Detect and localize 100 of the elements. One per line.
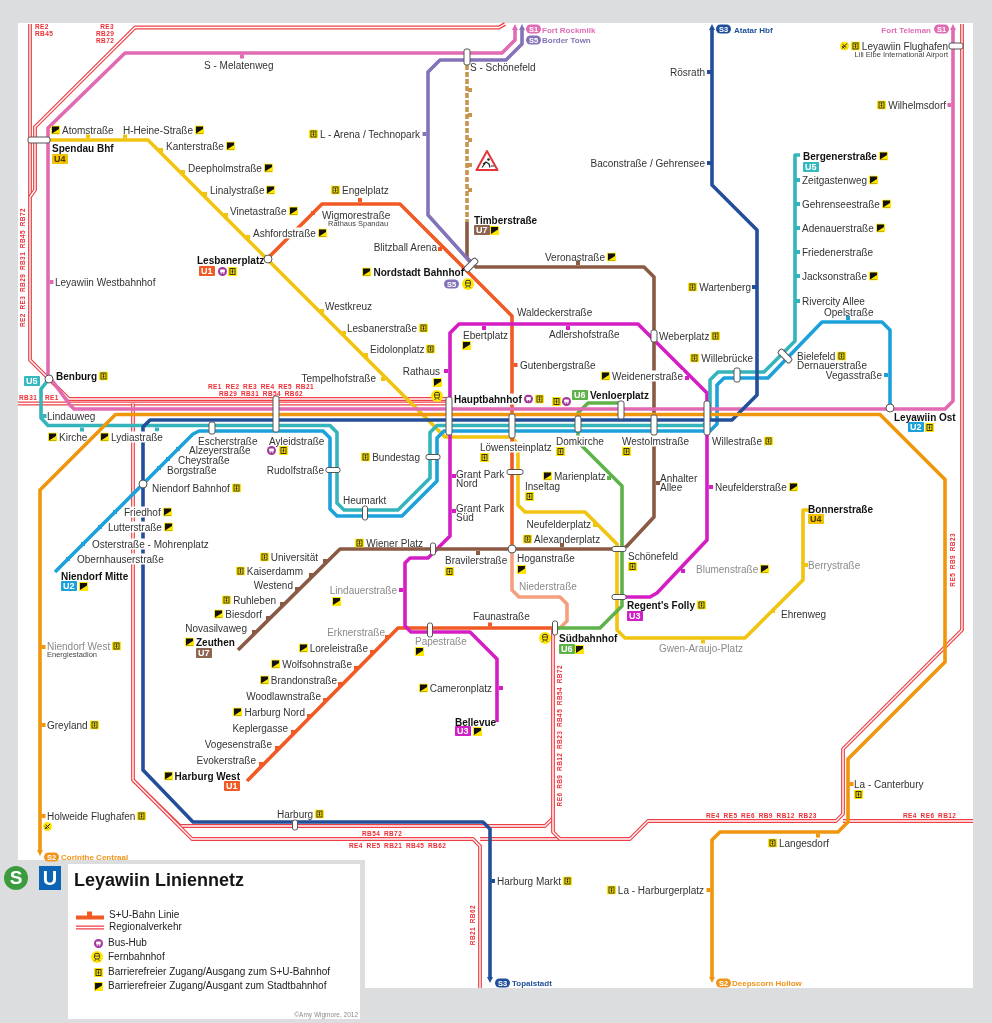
station-name: Hoganstraße bbox=[517, 552, 575, 564]
station-name: Rudolfstraße bbox=[266, 464, 324, 476]
station-name: Domkirche bbox=[556, 435, 604, 447]
station-name: Atomstraße bbox=[62, 124, 114, 136]
station-name: Leyawiin Ost bbox=[894, 411, 956, 423]
station-name: Erknerstraße bbox=[327, 626, 385, 638]
line-badge: U4 bbox=[52, 154, 68, 164]
station-name: Jacksonstraße bbox=[802, 270, 868, 282]
station-name: Lesbanerstraße bbox=[347, 322, 418, 334]
station-name: Timberstraße bbox=[474, 214, 538, 226]
station-name: Weberplatz bbox=[659, 330, 710, 342]
terminus-name: Border Town bbox=[542, 35, 591, 45]
station-name: Woodlawnstraße bbox=[246, 690, 321, 702]
station-name: Escherstraße bbox=[198, 435, 258, 447]
station-name: Niendorf West bbox=[47, 640, 111, 652]
station-name: H-Heine-Straße bbox=[123, 124, 194, 136]
station-name: Neufelderstraße bbox=[715, 481, 787, 493]
station-name: Lutterstraße bbox=[108, 521, 162, 533]
station-name: Vinetastraße bbox=[230, 205, 287, 217]
station-name: Willebrücke bbox=[701, 352, 753, 364]
rail-line bbox=[141, 24, 759, 983]
terminus-name: Fort Rockmilk bbox=[542, 25, 596, 35]
station-name: Harburg Markt bbox=[497, 875, 561, 887]
station-name: Lydiastraße bbox=[111, 431, 163, 443]
station-name: Cameronplatz bbox=[429, 682, 492, 694]
station-name: Deepholmstraße bbox=[188, 162, 262, 174]
station-name: Waldeckerstraße bbox=[517, 306, 593, 318]
station-name: Bergenerstraße bbox=[803, 150, 877, 162]
station-name: Hauptbahnhof bbox=[454, 393, 522, 405]
line-badge: U7 bbox=[474, 225, 490, 235]
line-badge: U1 bbox=[199, 266, 215, 276]
terminus-name: Deepscorn Hollow bbox=[732, 978, 802, 988]
station-name: Biesdorf bbox=[225, 608, 262, 620]
u-bahn-sign: U bbox=[39, 866, 61, 890]
station-name: Niendorf Bahnhof bbox=[152, 482, 230, 494]
station-name: Eidolonplatz bbox=[370, 343, 425, 355]
station-name: S - Melatenweg bbox=[204, 59, 274, 71]
station-name: Bielefeld bbox=[797, 350, 836, 362]
station-name: Nordstadt Bahnhof bbox=[373, 266, 464, 278]
station-name: Rivercity Allee bbox=[802, 295, 865, 307]
station-name: Regent's Folly bbox=[627, 599, 695, 611]
station-name: Friedenerstraße bbox=[802, 246, 874, 258]
line-badge: U2 bbox=[61, 581, 77, 591]
terminus-name: Fort Teleman bbox=[881, 25, 931, 35]
s-bahn-sign: S bbox=[4, 866, 28, 890]
station-name: Ayleidstraße bbox=[269, 435, 325, 447]
station-name: Lindauerstraße bbox=[329, 584, 397, 596]
station-name: Bundestag bbox=[372, 451, 420, 463]
station-name: Marienplatz bbox=[554, 470, 606, 482]
station-name: La - Harburgerplatz bbox=[617, 884, 704, 896]
station-name: Baconstraße / Gehrensee bbox=[590, 157, 705, 169]
station-name: Blumenstraße bbox=[696, 563, 759, 575]
station-name: Obernhauserstraße bbox=[77, 553, 164, 565]
station-name: La - Canterbury bbox=[854, 778, 924, 790]
legend-label: Barrierefreier Zugang/Ausgant zum Stadtbahnhof bbox=[108, 980, 327, 992]
station-name: Ehrenweg bbox=[781, 608, 827, 620]
station-name: Keplergasse bbox=[232, 722, 288, 734]
legend-label: Fernbahnhof bbox=[108, 951, 165, 963]
rail-line bbox=[37, 412, 947, 983]
station-name: Engelplatz bbox=[342, 184, 389, 196]
station-name: Harburg bbox=[277, 808, 314, 820]
station-name: Grant Park Süd bbox=[456, 504, 506, 522]
station-name: Kirche bbox=[59, 431, 88, 443]
station-name: Harburg Nord bbox=[244, 706, 305, 718]
station-name: Willestraße bbox=[712, 435, 762, 447]
station-name: Vegasstraße bbox=[825, 369, 882, 381]
station-name: Faunastraße bbox=[473, 610, 530, 622]
station-name: Bravilerstraße bbox=[445, 554, 508, 566]
line-badge: U1 bbox=[224, 781, 240, 791]
station-name: Lindauweg bbox=[47, 410, 96, 422]
terminus-name: Topalstadt bbox=[512, 978, 552, 988]
rail-line bbox=[46, 24, 956, 411]
terminus-name: Atatar Hbf bbox=[734, 25, 773, 35]
station-name: Evokerstraße bbox=[196, 754, 256, 766]
line-badge: U6 bbox=[572, 390, 588, 400]
station-name: Alexanderplatz bbox=[534, 533, 601, 545]
station-name: Spendau Bhf bbox=[52, 142, 114, 154]
legend-label: Regionalverkehr bbox=[109, 921, 182, 933]
station-name: Leyawiin Westbahnhof bbox=[55, 276, 156, 288]
station-name: Gehrenseestraße bbox=[802, 198, 880, 210]
station-name: Berrystraße bbox=[808, 559, 861, 571]
station-name: Gutenbergstraße bbox=[520, 359, 596, 371]
station-name: Niendorf Mitte bbox=[61, 570, 129, 582]
station-name: Zeuthen bbox=[196, 636, 235, 648]
station-name: Rathaus bbox=[402, 365, 440, 377]
station-name: Wilhelmsdorf bbox=[888, 99, 946, 111]
line-badge: U2 bbox=[908, 422, 924, 432]
station-name: Novasilvaweg bbox=[185, 622, 247, 634]
station-name: Ruhleben bbox=[233, 594, 276, 606]
station-name: Harburg West bbox=[174, 770, 240, 782]
station-name: Westend bbox=[253, 579, 293, 591]
station-name: Lesbanerplatz bbox=[197, 254, 265, 266]
line-badge: U3 bbox=[627, 611, 643, 621]
station-name: Adenauerstraße bbox=[802, 222, 874, 234]
station-name: Inseltag bbox=[525, 480, 561, 492]
station-name: Kanterstraße bbox=[166, 140, 224, 152]
station-name: L - Arena / Technopark bbox=[319, 128, 420, 140]
station-name: Wolfsohnstraße bbox=[282, 658, 352, 670]
station-name: Gwen-Araujo-Platz bbox=[659, 642, 743, 654]
station-name: Anhalter Allee bbox=[660, 474, 699, 492]
